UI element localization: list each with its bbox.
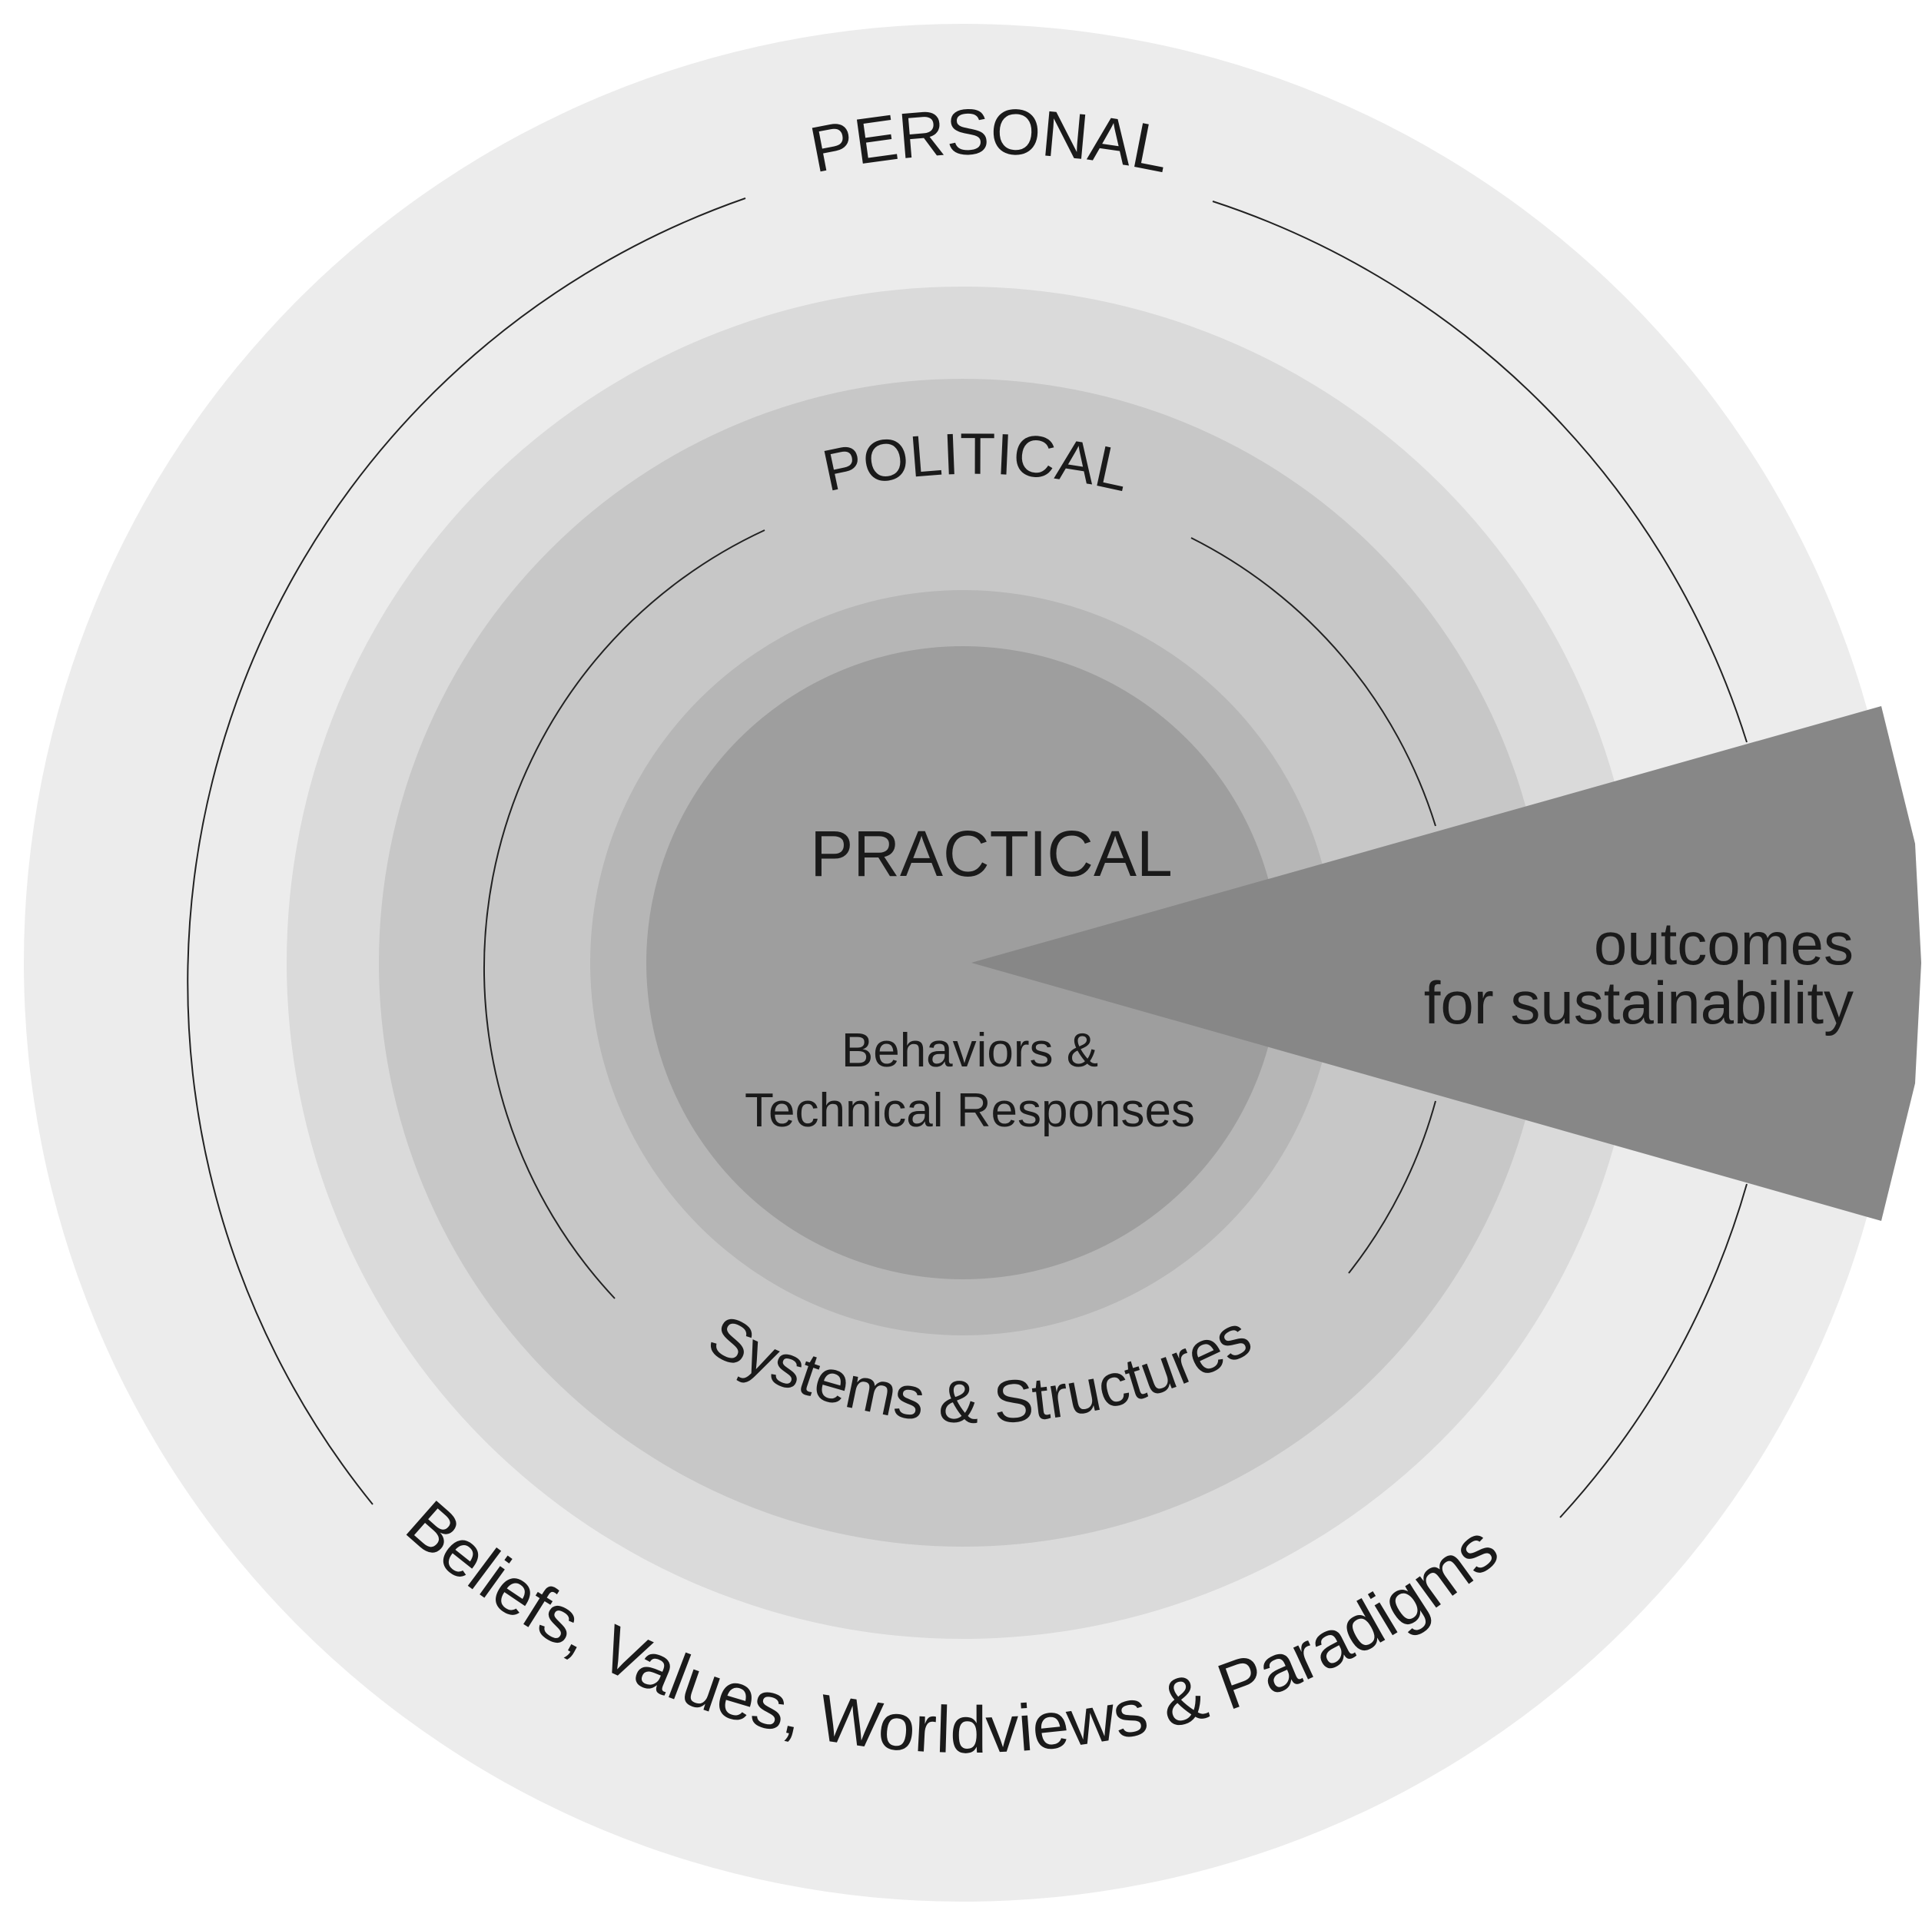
outcomes-wedge — [971, 706, 1921, 1221]
outcomes-line1: outcomes — [1594, 910, 1854, 977]
political-ring-lines — [483, 529, 1436, 1299]
outcomes-line2: for sustainability — [1424, 969, 1854, 1036]
practical-sphere-core — [646, 646, 1280, 1279]
practical-subtitle-line2: Technical Responses — [745, 1084, 1195, 1137]
personal-ring-lines — [187, 197, 1748, 1518]
practical-title: PRACTICAL — [810, 818, 1172, 890]
practical-subtitle-line1: Behaviors & — [842, 1024, 1098, 1077]
